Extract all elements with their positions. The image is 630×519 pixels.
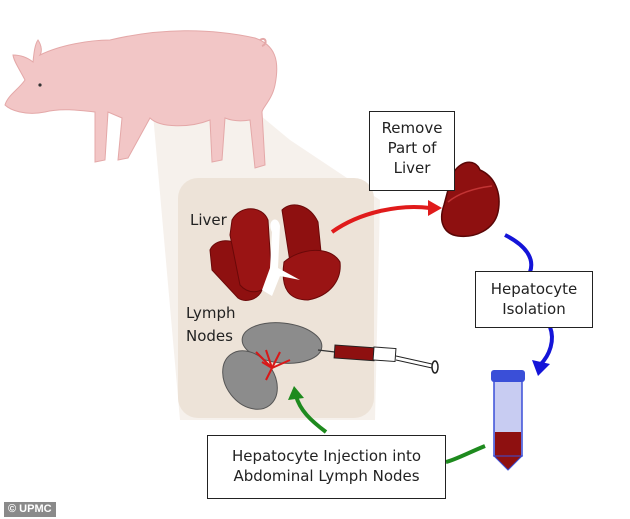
liver-piece-illustration [440,161,500,238]
tube-illustration [491,370,525,471]
remove-liver-box: Remove Part of Liver [369,111,455,191]
upmc-watermark: © UPMC [4,502,56,517]
hepatocyte-injection-box: Hepatocyte Injection into Abdominal Lymp… [207,435,446,499]
isolation-line2: Isolation [502,300,566,318]
syringe-illustration [317,344,439,374]
green-arrow [288,386,486,464]
pig-illustration [4,30,278,169]
red-arrow [330,200,442,234]
remove-liver-line2: Part of [387,139,437,157]
remove-liver-line3: Liver [393,159,431,177]
injection-line2: Abdominal Lymph Nodes [233,467,420,485]
blue-arrow [504,233,554,376]
remove-liver-line1: Remove [381,119,443,137]
hepatocyte-isolation-box: Hepatocyte Isolation [475,271,593,328]
liver-label: Liver [190,211,227,229]
isolation-line1: Hepatocyte [490,280,578,298]
lymph-nodes-label-line1: Lymph [186,304,236,322]
lymph-nodes-illustration [222,322,323,410]
liver-illustration [209,204,341,301]
injection-line1: Hepatocyte Injection into [231,447,422,465]
lymph-nodes-label-line2: Nodes [186,327,233,345]
